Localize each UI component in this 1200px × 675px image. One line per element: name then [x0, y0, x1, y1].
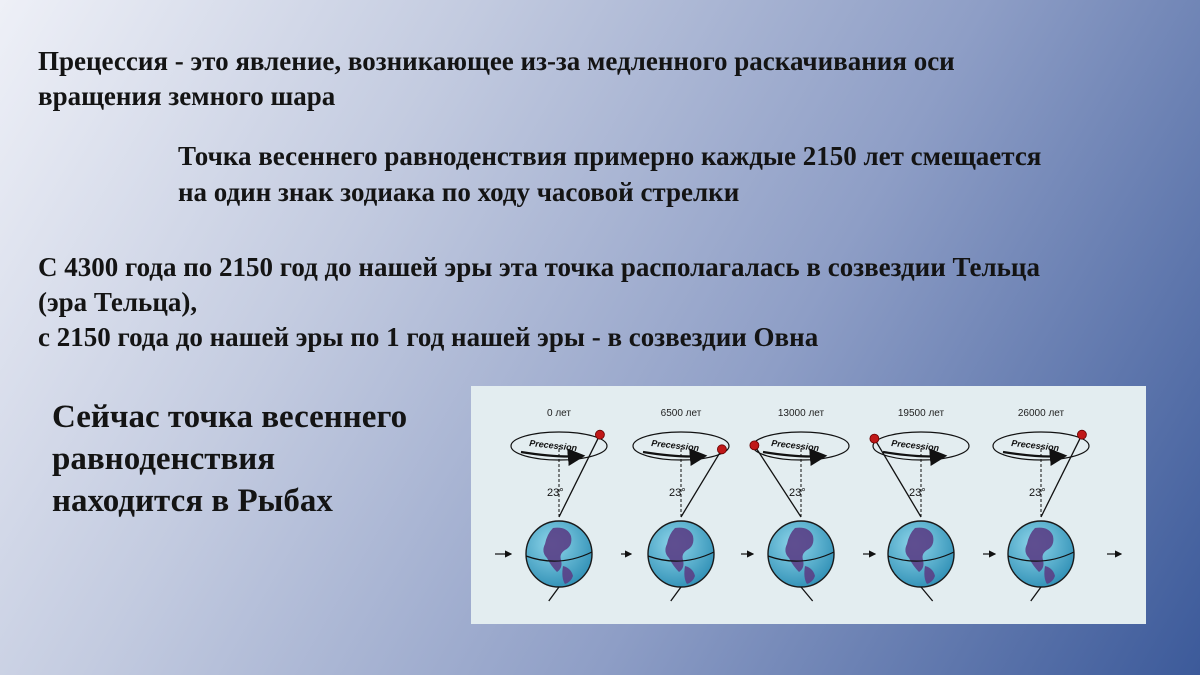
definition-line: Прецессия - это явление, возникающее из-… [38, 46, 955, 76]
tilt-angle-label: 23° [547, 487, 564, 499]
equinox-line: на один знак зодиака по ходу часовой стр… [178, 177, 740, 207]
history-line: с 2150 года до нашей эры по 1 год нашей … [38, 322, 819, 352]
earth-continent [804, 566, 815, 584]
precession-arrow [762, 448, 828, 466]
earth-continent [1044, 566, 1055, 584]
definition-text: Прецессия - это явление, возникающее из-… [38, 44, 1138, 114]
axis-bottom [800, 586, 814, 602]
rotation-axis [558, 434, 601, 518]
earth-equator [1007, 551, 1075, 562]
rotation-axis [873, 438, 922, 518]
earth-equator [887, 551, 955, 562]
precession-arrow [1002, 448, 1068, 466]
earth-continent [924, 566, 935, 584]
stage-year-label: 19500 лет [898, 408, 945, 419]
precession-label: Precession [771, 438, 820, 453]
tilt-angle-label: 23° [789, 487, 806, 499]
precession-label: Precession [651, 438, 700, 453]
stage-year-label: 0 лет [547, 408, 571, 419]
axis-bottom [920, 586, 934, 602]
rotation-axis [1040, 434, 1083, 518]
precession-label: Precession [529, 438, 578, 453]
axis-bottom [670, 586, 682, 602]
axis-bottom [548, 586, 560, 602]
current-line: равноденствия [52, 441, 276, 477]
pole-position-dot [1077, 429, 1087, 440]
earth-equator [525, 551, 593, 562]
earth-equator [767, 551, 835, 562]
tilt-angle-label: 23° [669, 487, 686, 499]
current-position-text: Сейчас точка весеннего равноденствия нах… [52, 396, 452, 522]
current-line: находится в Рыбах [52, 483, 333, 519]
rotation-axis [753, 444, 802, 518]
precession-arrow [642, 448, 708, 466]
pole-position-dot [595, 429, 605, 440]
pole-position-dot [749, 440, 760, 451]
stage-year-label: 13000 лет [778, 408, 825, 419]
pole-position-dot [869, 433, 880, 444]
axis-bottom [1030, 586, 1042, 602]
rotation-axis [680, 448, 723, 518]
pole-position-dot [717, 444, 727, 455]
earth-continent [684, 566, 695, 584]
equinox-line: Точка весеннего равноденствия примерно к… [178, 141, 1042, 171]
tilt-angle-label: 23° [909, 487, 926, 499]
precession-label: Precession [891, 438, 940, 453]
tilt-angle-label: 23° [1029, 487, 1046, 499]
definition-line: вращения земного шара [38, 81, 336, 111]
precession-arrow [520, 448, 586, 466]
precession-arrow [882, 448, 948, 466]
stage-year-label: 6500 лет [661, 408, 702, 419]
equinox-shift-text: Точка весеннего равноденствия примерно к… [178, 138, 1168, 210]
stage-year-label: 26000 лет [1018, 408, 1065, 419]
current-line: Сейчас точка весеннего [52, 399, 408, 435]
precession-label: Precession [1011, 438, 1060, 453]
earth-continent [562, 566, 573, 584]
history-line: С 4300 года по 2150 год до нашей эры эта… [38, 252, 1040, 282]
history-text: С 4300 года по 2150 год до нашей эры эта… [38, 250, 1178, 355]
history-line: (эра Тельца), [38, 287, 198, 317]
earth-equator [647, 551, 715, 562]
